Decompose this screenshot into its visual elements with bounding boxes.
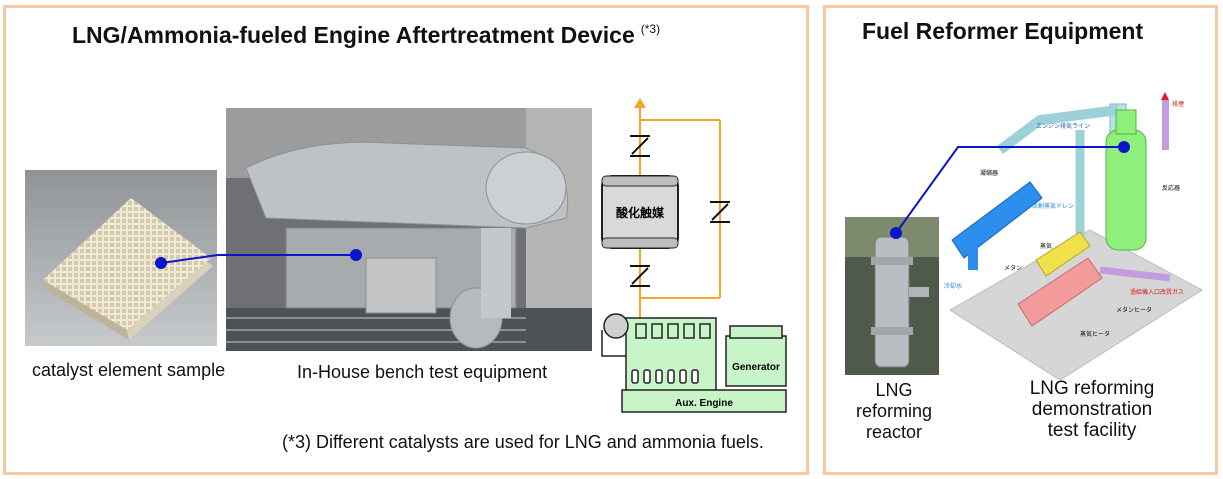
label-steam-heater: 蒸気ヒータ — [1080, 330, 1110, 338]
catalyst-footnote: (*3) Different catalysts are used for LN… — [282, 432, 764, 452]
pointer-dot-facility — [1118, 141, 1130, 153]
steam-heater — [1017, 257, 1103, 327]
catalyst-element-photo — [25, 170, 217, 346]
label-methane-heater: メタンヒータ — [1116, 306, 1152, 314]
pointer-dot-reactor — [890, 227, 902, 239]
label-steam: 蒸気 — [1040, 242, 1052, 250]
label-exhaust: 排煙 — [1172, 100, 1184, 108]
label-drain: 余剰蒸気ドレン — [1032, 202, 1074, 210]
aux-engine-label: Aux. Engine — [675, 398, 733, 409]
label-reformed-gas: 過給機入口改質ガス — [1130, 288, 1184, 296]
label-methane: メタン — [1004, 264, 1022, 272]
reactor-caption: LNG reforming reactor — [855, 380, 933, 442]
generator-label: Generator — [732, 362, 780, 373]
reforming-facility-drawing: 排煙 エンジン排気ライン 凝縮器 反応器 余剰蒸気ドレン 蒸気 メタン 冷却水 … — [944, 92, 1203, 380]
valve-icon — [710, 201, 730, 223]
label-condenser: 凝縮器 — [980, 169, 998, 177]
valve-icon — [630, 265, 650, 287]
aux-engine-block — [601, 313, 787, 413]
exhaust-arrow-icon — [1161, 92, 1169, 100]
reformer-reactor-photo — [845, 217, 939, 375]
bench-caption: In-House bench test equipment — [297, 362, 548, 382]
oxidation-catalyst-box — [601, 175, 679, 249]
label-cooling-water: 冷却水 — [944, 282, 962, 290]
methane-heater — [1035, 231, 1091, 277]
fuel-reformer-title: Fuel Reformer Equipment — [862, 18, 1144, 44]
exhaust-arrow-icon — [634, 98, 646, 108]
pointer-dot-catalyst — [155, 257, 167, 269]
catalyst-label: 酸化触媒 — [616, 205, 665, 220]
exhaust-stack — [1162, 100, 1169, 150]
aftertreatment-title: LNG/Ammonia-fueled Engine Aftertreatment… — [72, 22, 661, 48]
catalyst-caption: catalyst element sample — [32, 360, 226, 380]
facility-caption: LNG reforming demonstration test facilit… — [1029, 378, 1155, 441]
label-engine-exhaust-line: エンジン排気ライン — [1036, 122, 1090, 130]
label-reactor: 反応器 — [1162, 184, 1180, 192]
valve-icon — [630, 135, 650, 157]
condenser-vessel — [951, 181, 1043, 270]
pointer-dot-bench — [350, 249, 362, 261]
reformed-gas-pipe — [1099, 266, 1171, 282]
title-footnote-marker: (*3) — [640, 22, 661, 36]
reactor-vessel — [1105, 109, 1147, 251]
engine-schematic: 酸化触媒 Generator Aux. Engine — [601, 98, 787, 413]
bench-test-photo — [226, 108, 592, 351]
